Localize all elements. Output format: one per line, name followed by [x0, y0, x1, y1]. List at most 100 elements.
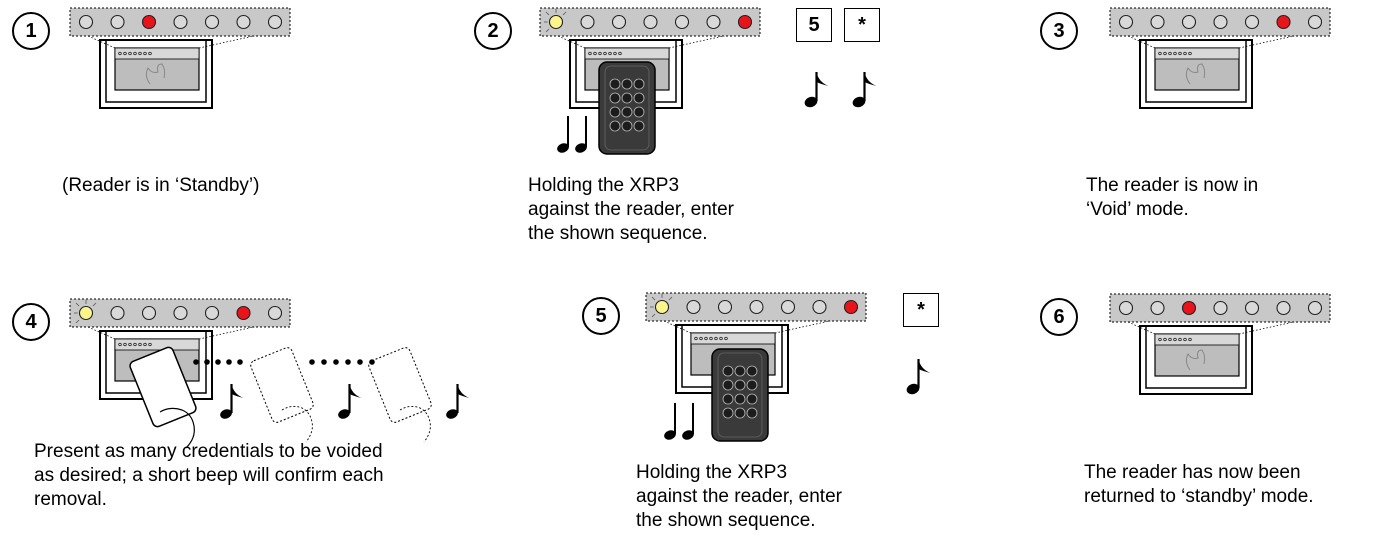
- card-icon-faded: [368, 347, 432, 423]
- keypad-key: [633, 78, 645, 90]
- keypad-key: [746, 379, 758, 391]
- music-note-icon: [338, 409, 350, 419]
- note-head: [804, 96, 818, 108]
- step-5-music-note-icon: [664, 403, 694, 440]
- trail-dot: [309, 359, 315, 365]
- led-3: [141, 14, 157, 30]
- keypad-key: [609, 92, 621, 104]
- led-7: [1307, 300, 1323, 316]
- led-3: [611, 14, 627, 30]
- step-2-number: 2: [474, 12, 512, 50]
- step-5-number: 5: [582, 297, 620, 335]
- step-3-number: 3: [1040, 12, 1078, 50]
- led-2: [580, 14, 595, 30]
- step-2-caption: Holding the XRP3 against the reader, ent…: [528, 175, 734, 244]
- hand-icon-faded: [399, 405, 431, 443]
- led-5: [204, 14, 220, 30]
- keypad-key: [722, 407, 734, 419]
- step-4-card-hand-sequence: [129, 346, 470, 449]
- hand-icon: [159, 407, 195, 449]
- step-2-keypad-icon: [598, 61, 656, 155]
- keypad-key: [746, 393, 758, 405]
- keypad-key: [722, 365, 734, 377]
- keypad-key: [746, 407, 758, 419]
- keypad-key: [621, 92, 633, 104]
- led-7: [267, 14, 283, 30]
- led-4: [173, 14, 188, 30]
- music-note-icon: [446, 409, 458, 419]
- step-2-key-1: 5: [796, 8, 832, 42]
- led-2: [1150, 14, 1165, 30]
- led-6: [1276, 14, 1291, 30]
- trail-dot: [226, 359, 232, 365]
- led-5: [1244, 300, 1260, 316]
- step-5-caption: Holding the XRP3 against the reader, ent…: [636, 462, 842, 531]
- step-4-number: 4: [12, 303, 50, 341]
- led-1: [78, 305, 94, 321]
- keypad-key: [609, 120, 621, 132]
- led-1: [1118, 300, 1134, 316]
- led-5: [204, 305, 220, 321]
- note-head: [906, 383, 920, 395]
- led-3: [717, 299, 733, 315]
- keypad-key: [609, 78, 621, 90]
- note-head: [557, 143, 569, 153]
- note-head: [664, 430, 676, 440]
- led-7: [737, 14, 753, 30]
- led-3: [1181, 300, 1197, 316]
- keypad-key: [734, 379, 746, 391]
- led-5: [674, 14, 690, 30]
- note-flag: [918, 359, 931, 373]
- step-3-caption: The reader is now in ‘Void’ mode.: [1086, 175, 1259, 220]
- trail-dot: [215, 359, 221, 365]
- led-3: [141, 305, 157, 321]
- led-5: [780, 299, 796, 315]
- touch-hand-icon: [145, 63, 166, 85]
- step-5-keypad-icon: [711, 348, 769, 442]
- led-7: [1307, 14, 1323, 30]
- led-6: [812, 299, 827, 315]
- led-6: [236, 14, 251, 30]
- keypad-key: [633, 106, 645, 118]
- keypad-key: [621, 106, 633, 118]
- trail-dot: [357, 359, 363, 365]
- keypad-key: [621, 78, 633, 90]
- led-4: [1213, 300, 1228, 316]
- trail-dot: [333, 359, 339, 365]
- step-2-reader-icon: [539, 7, 761, 109]
- step-2-music-note-icon: [557, 116, 587, 153]
- hand-icon-faded: [281, 405, 313, 443]
- led-2: [686, 299, 701, 315]
- step-1-reader-icon: [69, 7, 291, 109]
- note-flag: [864, 72, 877, 86]
- note-head: [682, 430, 694, 440]
- step-1-caption: (Reader is in ‘Standby’): [62, 175, 260, 196]
- trail-dot: [193, 359, 199, 365]
- led-6: [1276, 300, 1291, 316]
- led-4: [749, 299, 764, 315]
- trail-dot: [369, 359, 375, 365]
- step-6-number: 6: [1040, 298, 1078, 336]
- step-2-music-note-icon-2: [852, 72, 877, 108]
- note-head: [575, 143, 587, 153]
- led-3: [1181, 14, 1197, 30]
- keypad-key: [734, 407, 746, 419]
- keypad-key: [722, 379, 734, 391]
- music-note-icon: [220, 409, 232, 419]
- touch-hand-icon: [1185, 63, 1206, 85]
- card-icon: [129, 346, 197, 428]
- trail-dot: [237, 359, 243, 365]
- step-6-reader-icon: [1109, 293, 1331, 395]
- note-flag: [816, 72, 829, 86]
- step-2-key-2: *: [844, 8, 880, 42]
- led-7: [843, 299, 859, 315]
- led-2: [1150, 300, 1165, 316]
- led-2: [110, 14, 125, 30]
- led-4: [1213, 14, 1228, 30]
- step-2-music-note-icon-1: [804, 72, 829, 108]
- step-1-number: 1: [12, 12, 50, 50]
- step-5-music-note-icon-1: [906, 359, 931, 395]
- keypad-key: [633, 92, 645, 104]
- note-head: [852, 96, 866, 108]
- led-6: [236, 305, 251, 321]
